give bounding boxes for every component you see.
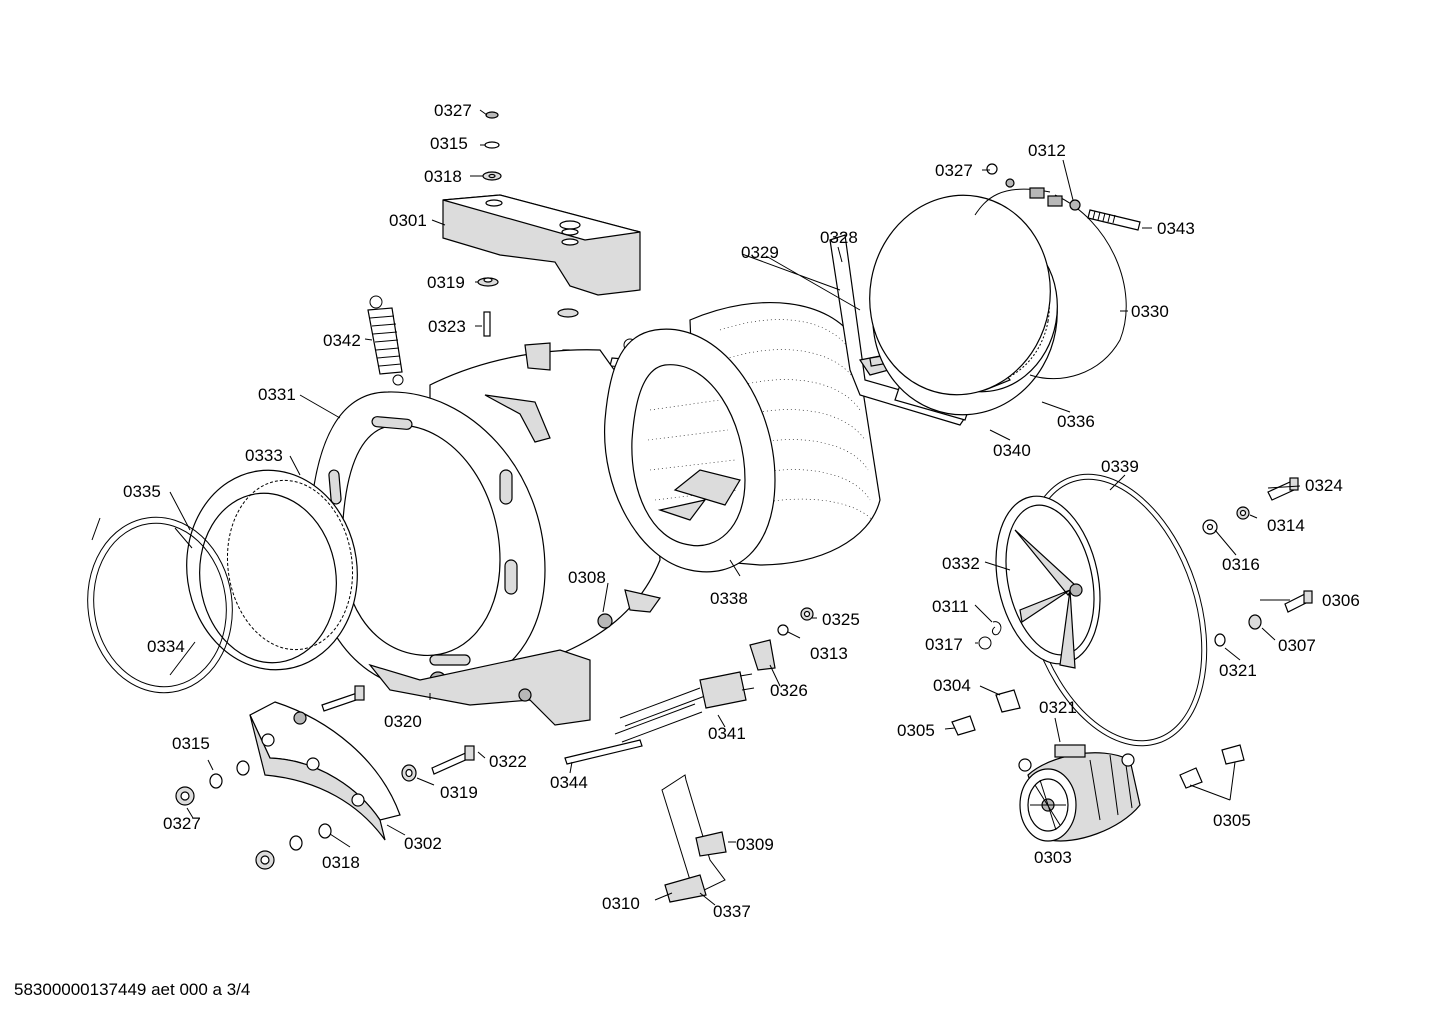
label-0317: 0317 [925,635,963,654]
counterweight-front [175,685,475,870]
label-0323: 0323 [428,317,466,336]
label-0319-top: 0319 [427,273,465,292]
label-0308: 0308 [568,568,606,587]
part-labels: 0327 0315 0318 0301 0319 0323 0342 0331 … [123,101,1360,921]
label-0338: 0338 [710,589,748,608]
label-0310: 0310 [602,894,640,913]
label-0329: 0329 [741,243,779,262]
label-0309: 0309 [736,835,774,854]
tub [308,342,662,726]
counterweight-top [442,111,641,373]
label-0311: 0311 [932,597,969,616]
label-0337: 0337 [713,902,751,921]
document-code: 58300000137449 aet 000 a 3/4 [14,980,251,999]
label-0316: 0316 [1222,555,1260,574]
spring-left [367,295,404,386]
label-0321-right: 0321 [1219,661,1257,680]
label-0301: 0301 [389,211,427,230]
door-seal [186,469,358,671]
label-0339: 0339 [1101,457,1139,476]
label-0304: 0304 [933,676,971,695]
label-0320: 0320 [384,712,422,731]
label-0330: 0330 [1131,302,1169,321]
heater-and-brackets [564,607,814,903]
label-0341: 0341 [708,724,746,743]
label-0307: 0307 [1278,636,1316,655]
label-0336: 0336 [1057,412,1095,431]
clamp-ring [87,516,233,694]
label-0332: 0332 [942,554,980,573]
label-0325: 0325 [822,610,860,629]
drum [603,302,881,573]
label-0313: 0313 [810,644,848,663]
motor [1018,744,1245,842]
label-0344: 0344 [550,773,588,792]
label-0328: 0328 [820,228,858,247]
label-0340: 0340 [993,441,1031,460]
leader-lines [169,109,1301,906]
label-0305-left: 0305 [897,721,935,740]
label-0335: 0335 [123,482,161,501]
label-0322: 0322 [489,752,527,771]
label-0303: 0303 [1034,848,1072,867]
label-0302: 0302 [404,834,442,853]
label-0327-bottom: 0327 [163,814,201,833]
label-0315-top: 0315 [430,134,468,153]
label-0305-right: 0305 [1213,811,1251,830]
label-0333: 0333 [245,446,283,465]
label-0342: 0342 [323,331,361,350]
rear-tub-cover [869,163,1141,416]
label-0315-bottom: 0315 [172,734,210,753]
label-0306: 0306 [1322,591,1360,610]
label-0319-bottom: 0319 [440,783,478,802]
label-0318-top: 0318 [424,167,462,186]
label-0314: 0314 [1267,516,1305,535]
label-0327-top: 0327 [434,101,472,120]
right-fasteners [951,477,1313,736]
label-0326: 0326 [770,681,808,700]
label-0334: 0334 [147,637,185,656]
label-0331: 0331 [258,385,296,404]
label-0324: 0324 [1305,476,1343,495]
label-0318-bottom: 0318 [322,853,360,872]
label-0327-right: 0327 [935,161,973,180]
label-0343: 0343 [1157,219,1195,238]
label-0321-motor: 0321 [1039,698,1077,717]
label-0312: 0312 [1028,141,1066,160]
pulley-and-belt [995,473,1208,747]
